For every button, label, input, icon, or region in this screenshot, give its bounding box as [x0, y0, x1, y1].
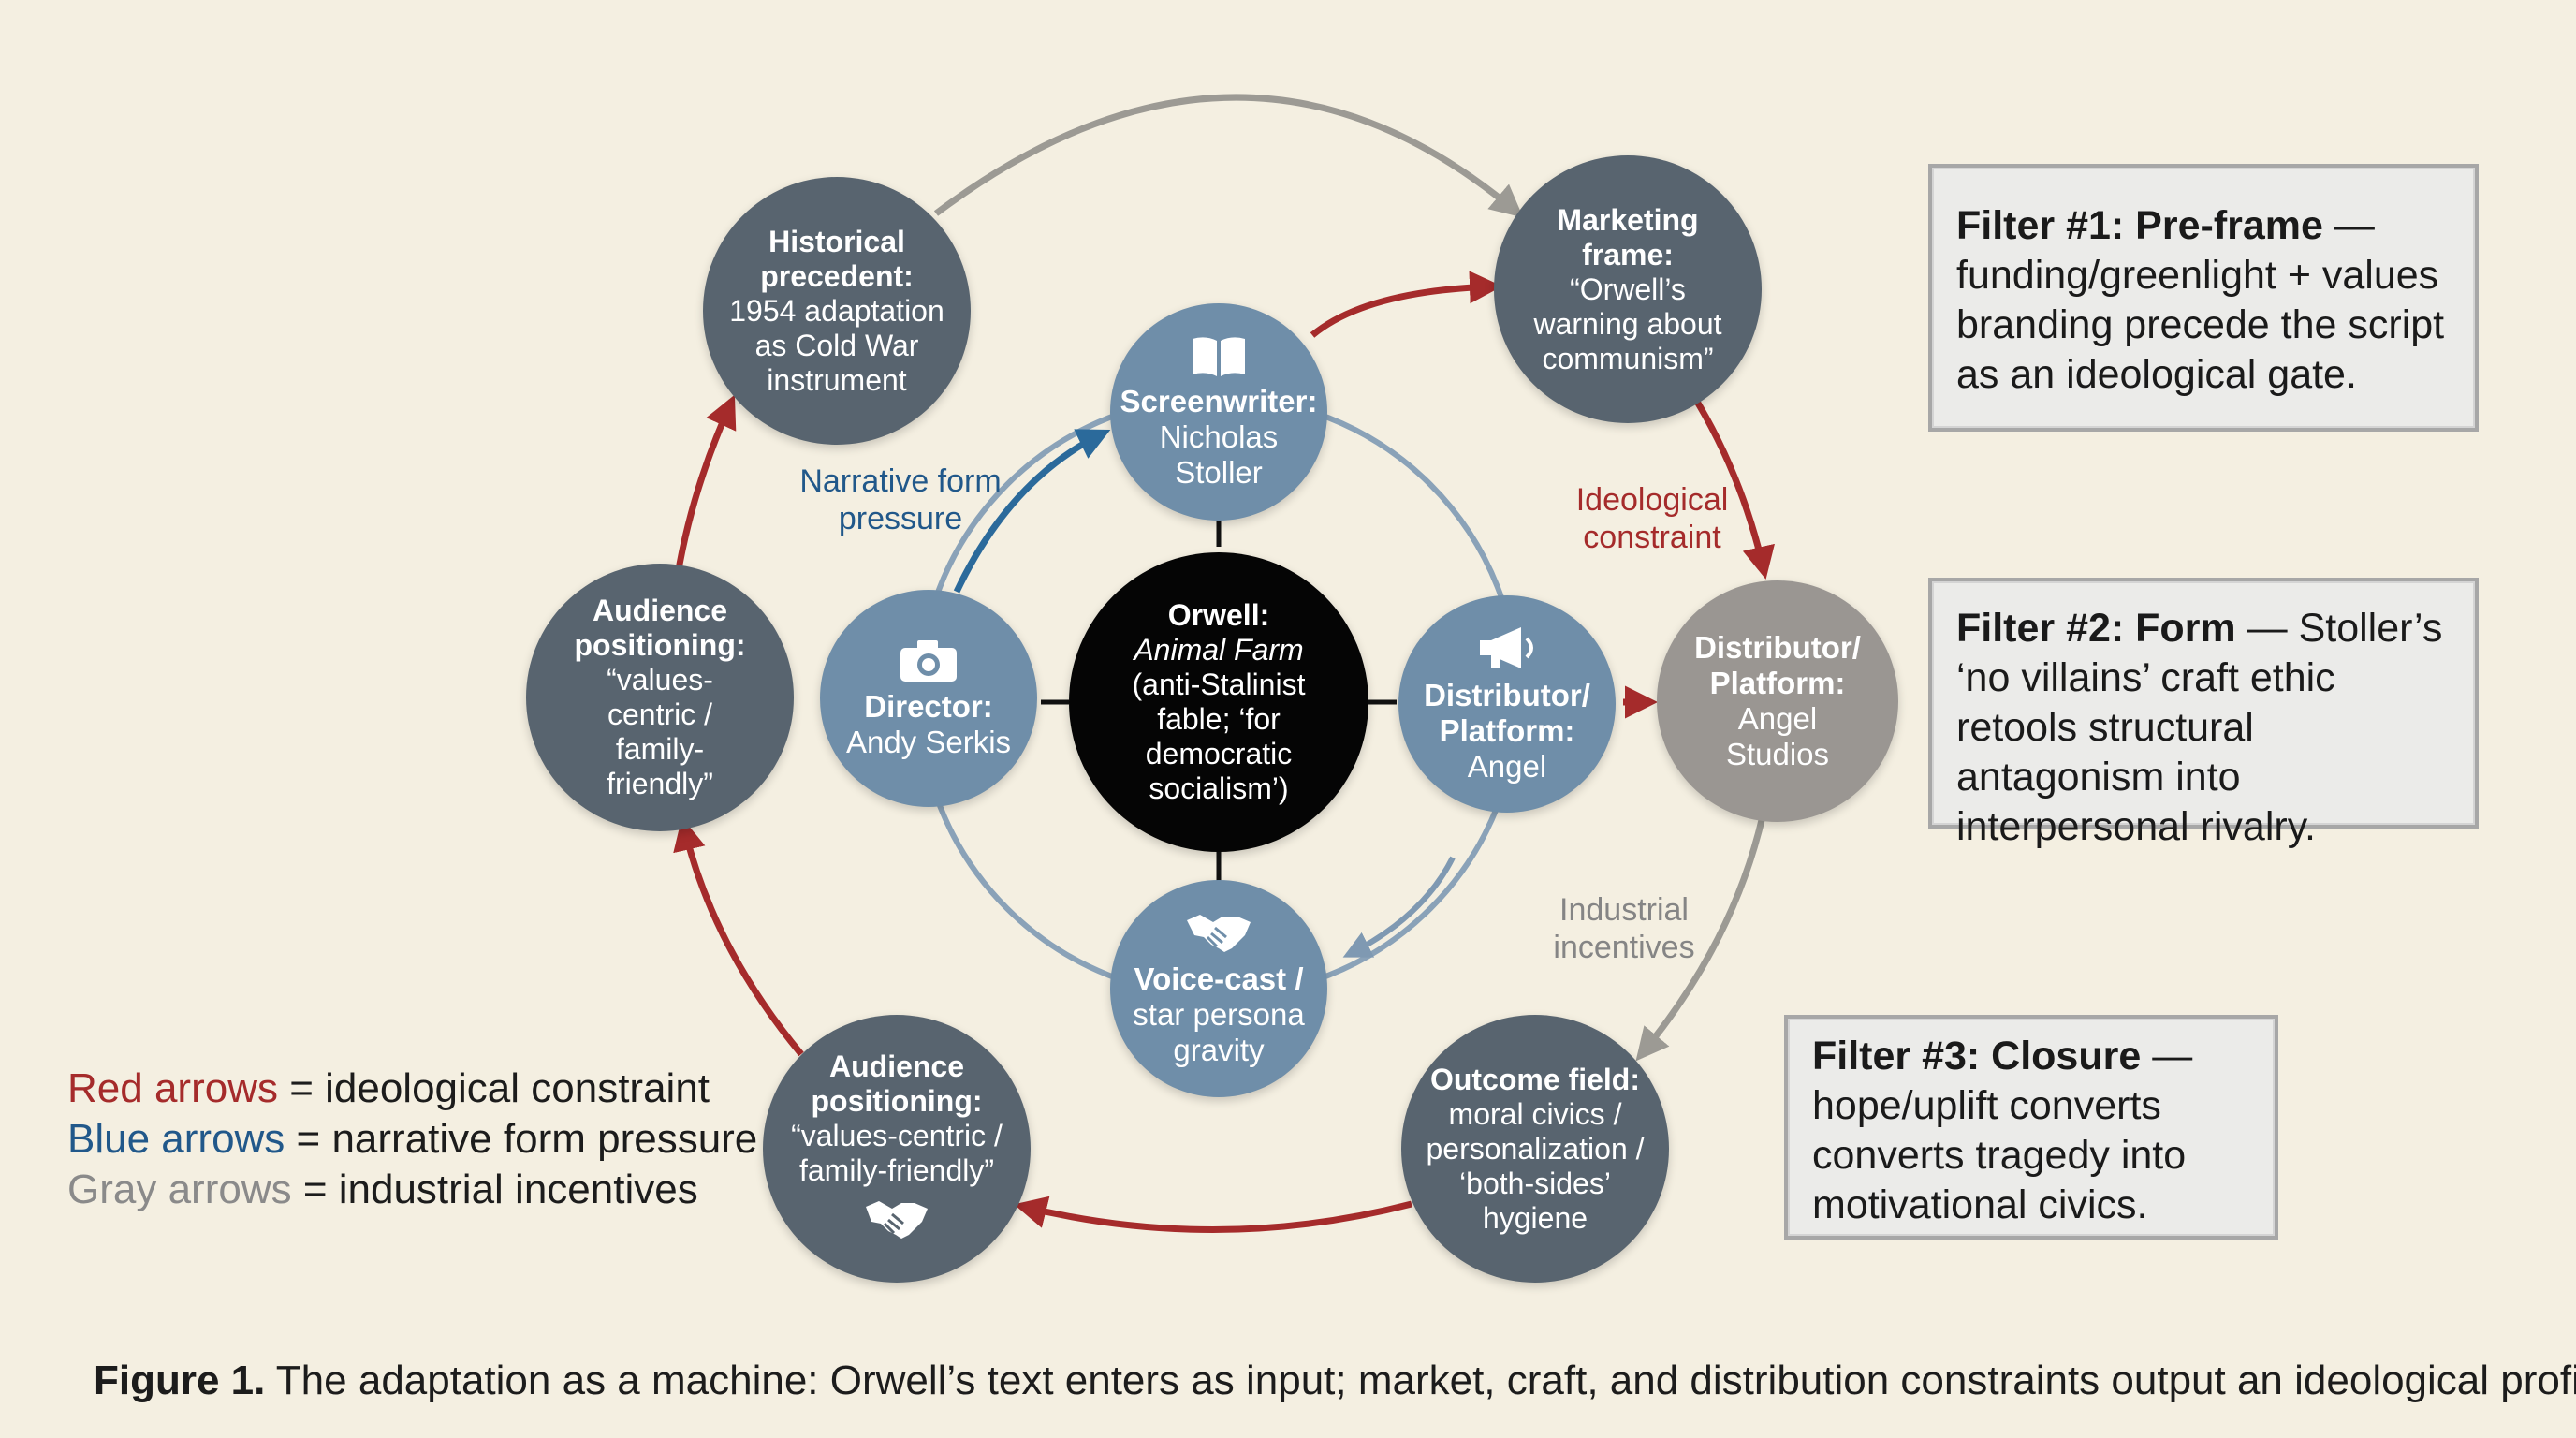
filter-text: — hope/uplift converts converts tragedy …: [1812, 1034, 2193, 1227]
filter-box-3: Filter #3: Closure — hope/uplift convert…: [1784, 1015, 2278, 1240]
node-title: Historical precedent:: [760, 224, 914, 293]
node-title: Marketing frame:: [1557, 202, 1699, 271]
legend-desc-red: = ideological constraint: [277, 1065, 710, 1111]
node-title: Screenwriter:: [1120, 384, 1318, 418]
node-historical-precedent: Historical precedent: 1954 adaptation as…: [703, 177, 971, 445]
node-body: star persona gravity: [1133, 997, 1305, 1067]
legend-row-gray: Gray arrows = industrial incentives: [67, 1165, 757, 1215]
handshake-icon: [1185, 909, 1252, 956]
handshake-icon: [864, 1194, 929, 1242]
legend-key-red: Red arrows: [67, 1065, 278, 1111]
node-title: Director:: [864, 689, 993, 724]
node-orwell-center: Orwell: Animal Farm (anti-Stalinist fabl…: [1069, 552, 1368, 852]
red-arrow-audience-left-to-historical: [674, 394, 737, 576]
label-ideological-constraint: Ideological constraint: [1575, 482, 1729, 555]
node-screenwriter: Screenwriter: Nicholas Stoller: [1110, 303, 1327, 521]
node-body: Angel: [1467, 749, 1547, 784]
book-icon: [1189, 333, 1249, 378]
filter-heading: Filter #1: Pre-frame: [1956, 203, 2323, 248]
filter-box-1: Filter #1: Pre-frame — funding/greenligh…: [1928, 164, 2479, 432]
filter-heading: Filter #3: Closure: [1812, 1034, 2142, 1078]
ring-arrow-to-voicecast: [1342, 856, 1456, 958]
node-body: “values-centric / family-friendly”: [791, 1119, 1003, 1187]
red-arrow-screenwriter-to-marketing: [1310, 271, 1502, 338]
legend-desc-gray: = industrial incentives: [291, 1167, 698, 1212]
red-arrow-audience-bottom-to-left: [673, 817, 804, 1057]
label-industrial-incentives: Industrial incentives: [1553, 892, 1695, 965]
node-body: Nicholas Stoller: [1159, 419, 1279, 490]
red-arrow-outcome-to-audience: [1014, 1196, 1412, 1233]
node-title: Voice-cast /: [1134, 961, 1304, 996]
legend: Red arrows = ideological constraint Blue…: [67, 1064, 757, 1215]
node-body: “values-centric / family-friendly”: [607, 663, 713, 800]
node-voice-cast: Voice-cast / star persona gravity: [1110, 880, 1327, 1097]
node-body: Angel Studios: [1725, 701, 1830, 771]
caption-label: Figure 1.: [94, 1357, 266, 1403]
node-distributor-angel-studios: Distributor/ Platform: Angel Studios: [1657, 580, 1898, 822]
camera-icon: [899, 637, 959, 683]
node-marketing-frame: Marketing frame: “Orwell’s warning about…: [1494, 155, 1762, 423]
gray-arrow-historical-to-marketing: [933, 94, 1524, 218]
filter-text: — funding/greenlight + values branding p…: [1956, 203, 2445, 397]
node-body: moral civics / personalization / ‘both-s…: [1426, 1096, 1645, 1235]
node-title: Orwell:: [1167, 598, 1270, 632]
red-arrow-marketing-to-distributor: [1682, 380, 1775, 580]
node-body: (anti-Stalinist fable; ‘for democratic s…: [1132, 668, 1306, 805]
node-title: Audience positioning:: [811, 1049, 983, 1118]
node-title: Distributor/ Platform:: [1424, 678, 1590, 748]
legend-row-blue: Blue arrows = narrative form pressure: [67, 1114, 757, 1165]
node-audience-positioning-left: Audience positioning: “values-centric / …: [526, 564, 794, 831]
legend-desc-blue: = narrative form pressure: [285, 1116, 758, 1162]
node-body: 1954 adaptation as Cold War instrument: [729, 293, 944, 397]
legend-key-blue: Blue arrows: [67, 1116, 285, 1162]
node-audience-positioning-bottom: Audience positioning: “values-centric / …: [763, 1015, 1031, 1283]
legend-key-gray: Gray arrows: [67, 1167, 292, 1212]
node-title: Distributor/ Platform:: [1694, 630, 1861, 700]
legend-row-red: Red arrows = ideological constraint: [67, 1064, 757, 1114]
node-title: Audience positioning:: [574, 594, 746, 662]
figure-caption: Figure 1. The adaptation as a machine: O…: [94, 1356, 2576, 1406]
filter-text: — Stoller’s ‘no villains’ craft ethic re…: [1956, 606, 2443, 849]
gray-arrow-distributor-to-outcome: [1635, 819, 1765, 1062]
node-title: Outcome field:: [1429, 1062, 1640, 1096]
node-outcome-field: Outcome field: moral civics / personaliz…: [1401, 1015, 1669, 1283]
node-distributor-angel: Distributor/ Platform: Angel: [1398, 595, 1616, 813]
filter-box-2: Filter #2: Form — Stoller’s ‘no villains…: [1928, 578, 2479, 849]
node-director: Director: Andy Serkis: [820, 590, 1037, 807]
node-body: “Orwell’s warning about communism”: [1533, 271, 1722, 375]
node-italic-title: Animal Farm: [1134, 633, 1304, 667]
caption-text: The adaptation as a machine: Orwell’s te…: [265, 1357, 2576, 1403]
node-body: Andy Serkis: [845, 725, 1012, 759]
filter-heading: Filter #2: Form: [1956, 606, 2236, 651]
blue-arrow-director-to-screenwriter: [953, 429, 1111, 594]
label-narrative-form-pressure: Narrative form pressure: [799, 463, 1002, 536]
megaphone-icon: [1474, 624, 1540, 672]
